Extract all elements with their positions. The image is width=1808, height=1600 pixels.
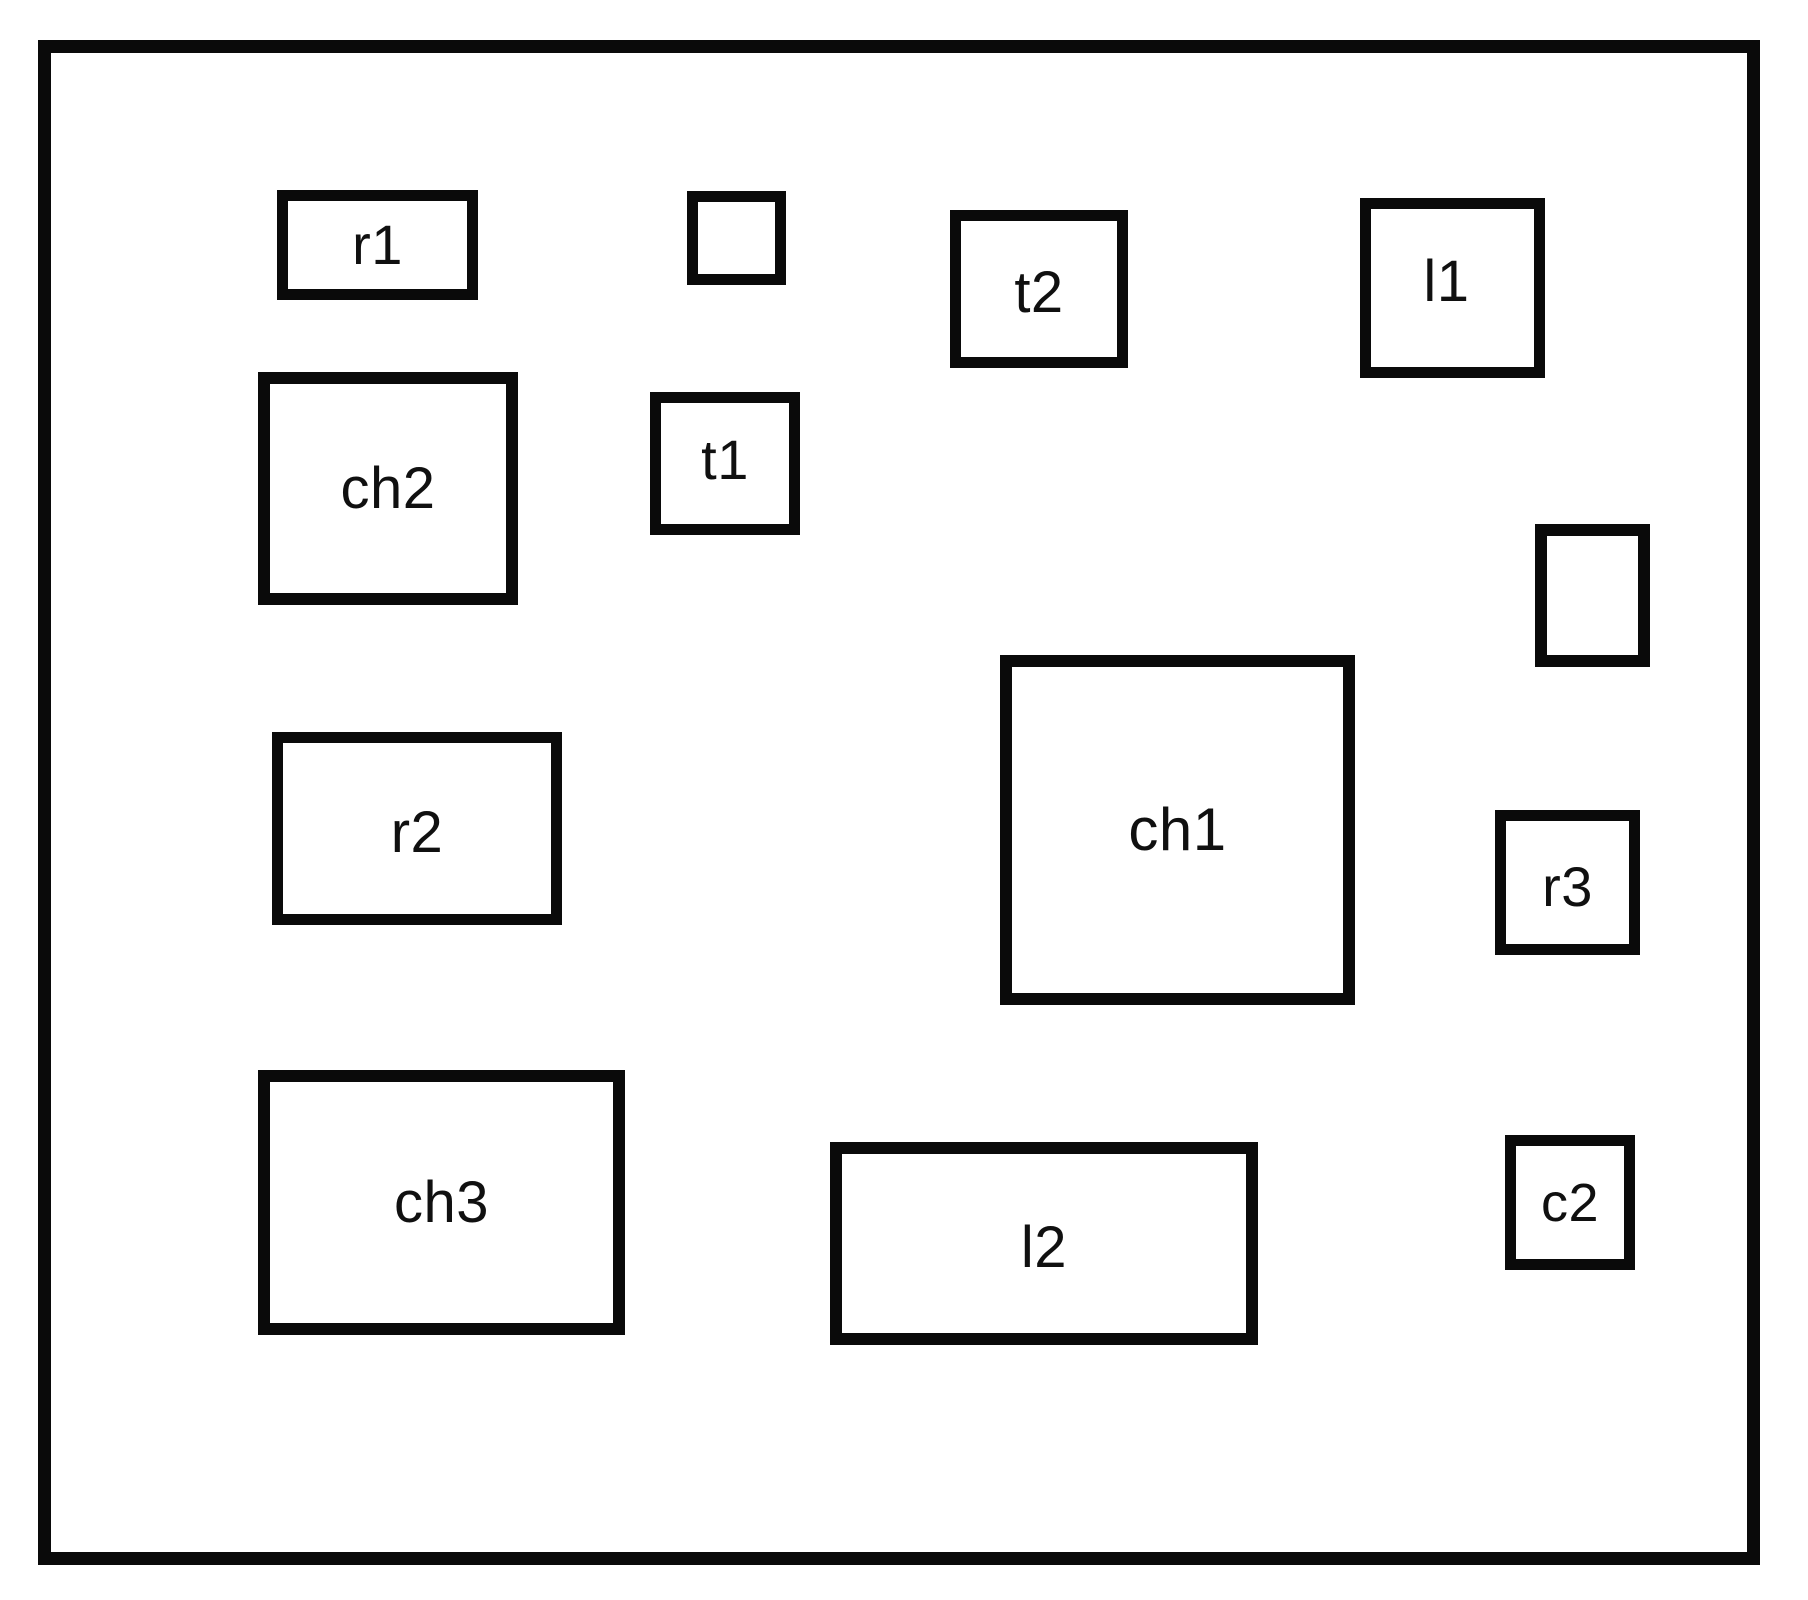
box-label-ch2: ch2 bbox=[340, 455, 436, 521]
box-label-ch1: ch1 bbox=[1128, 796, 1227, 863]
box-label-ch3: ch3 bbox=[393, 1169, 489, 1235]
box-c2[interactable]: c2 bbox=[1505, 1135, 1635, 1270]
box-label-r3: r3 bbox=[1542, 854, 1593, 918]
box-r3[interactable]: r3 bbox=[1495, 810, 1640, 955]
box-l2[interactable]: l2 bbox=[830, 1142, 1258, 1345]
box-small-empty-top[interactable] bbox=[687, 191, 786, 285]
box-ch1[interactable]: ch1 bbox=[1000, 655, 1355, 1005]
box-label-r1: r1 bbox=[352, 213, 403, 276]
box-small-empty-right[interactable] bbox=[1535, 524, 1650, 667]
box-ch2[interactable]: ch2 bbox=[258, 372, 518, 605]
box-label-t2: t2 bbox=[1014, 260, 1064, 325]
box-label-c2: c2 bbox=[1540, 1172, 1600, 1233]
box-t2[interactable]: t2 bbox=[950, 210, 1128, 368]
box-t1[interactable]: t1 bbox=[650, 392, 800, 535]
box-label-l2: l2 bbox=[1020, 1214, 1068, 1280]
outer-frame bbox=[38, 40, 1760, 1565]
box-label-t1: t1 bbox=[701, 427, 749, 491]
box-label-r2: r2 bbox=[390, 799, 444, 865]
box-label-l1: l1 bbox=[1423, 249, 1470, 314]
box-ch3[interactable]: ch3 bbox=[258, 1070, 625, 1335]
box-r1[interactable]: r1 bbox=[277, 190, 478, 300]
box-l1[interactable]: l1 bbox=[1360, 198, 1545, 378]
box-r2[interactable]: r2 bbox=[272, 732, 562, 925]
